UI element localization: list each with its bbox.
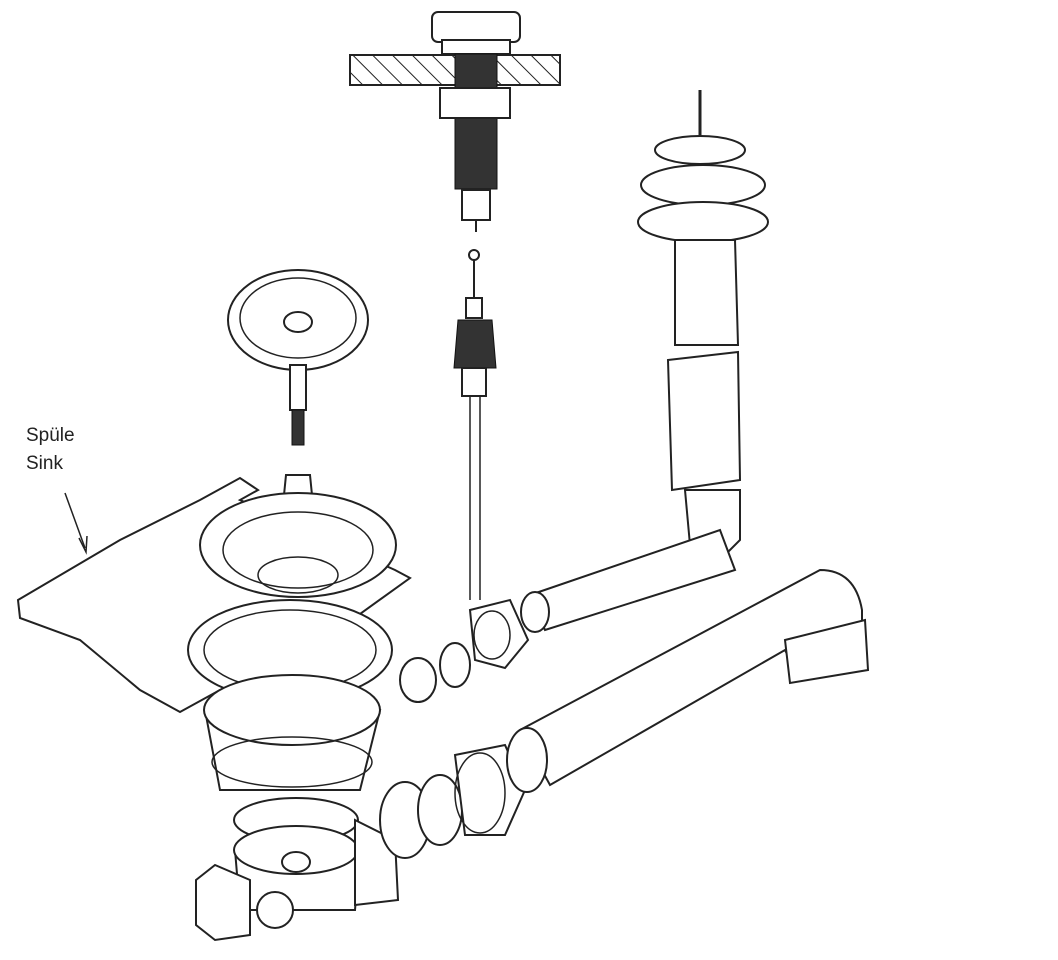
drain-body [187,492,400,942]
bowden-cable [453,249,497,600]
label-sink: Sink [26,453,63,474]
pointer-arrow [64,492,88,555]
remote-control-knob [431,11,521,232]
label-spuele: Spüle [26,425,75,446]
overflow-hose [520,528,737,633]
nut-and-seal-set [379,598,530,859]
strainer-basket [227,269,369,446]
drain-pipe [506,568,870,793]
overflow-assembly [637,90,769,562]
